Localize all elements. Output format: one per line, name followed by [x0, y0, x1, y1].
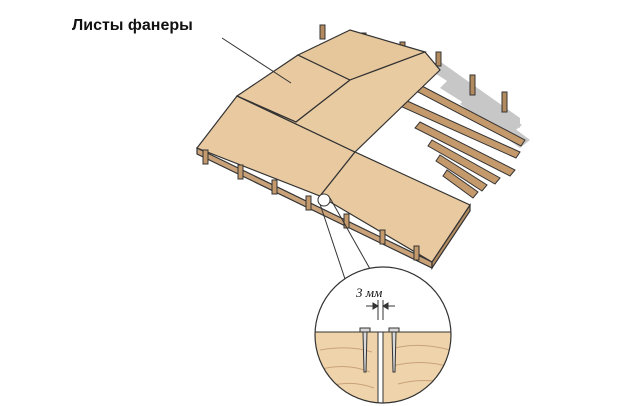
wood-section-right	[383, 332, 451, 403]
label-leader-line	[221, 37, 292, 84]
sheet-bottom-right	[319, 151, 471, 263]
gap-size-label: 3 мм	[356, 285, 383, 300]
gap-dimension	[366, 300, 395, 320]
gap-detail-circle	[314, 266, 452, 404]
nails	[359, 327, 400, 373]
rafters	[399, 84, 526, 199]
plywood-sheets	[196, 29, 471, 270]
callout-lines	[317, 193, 375, 283]
plywood-sheets-label: Листы фанеры	[72, 17, 193, 34]
